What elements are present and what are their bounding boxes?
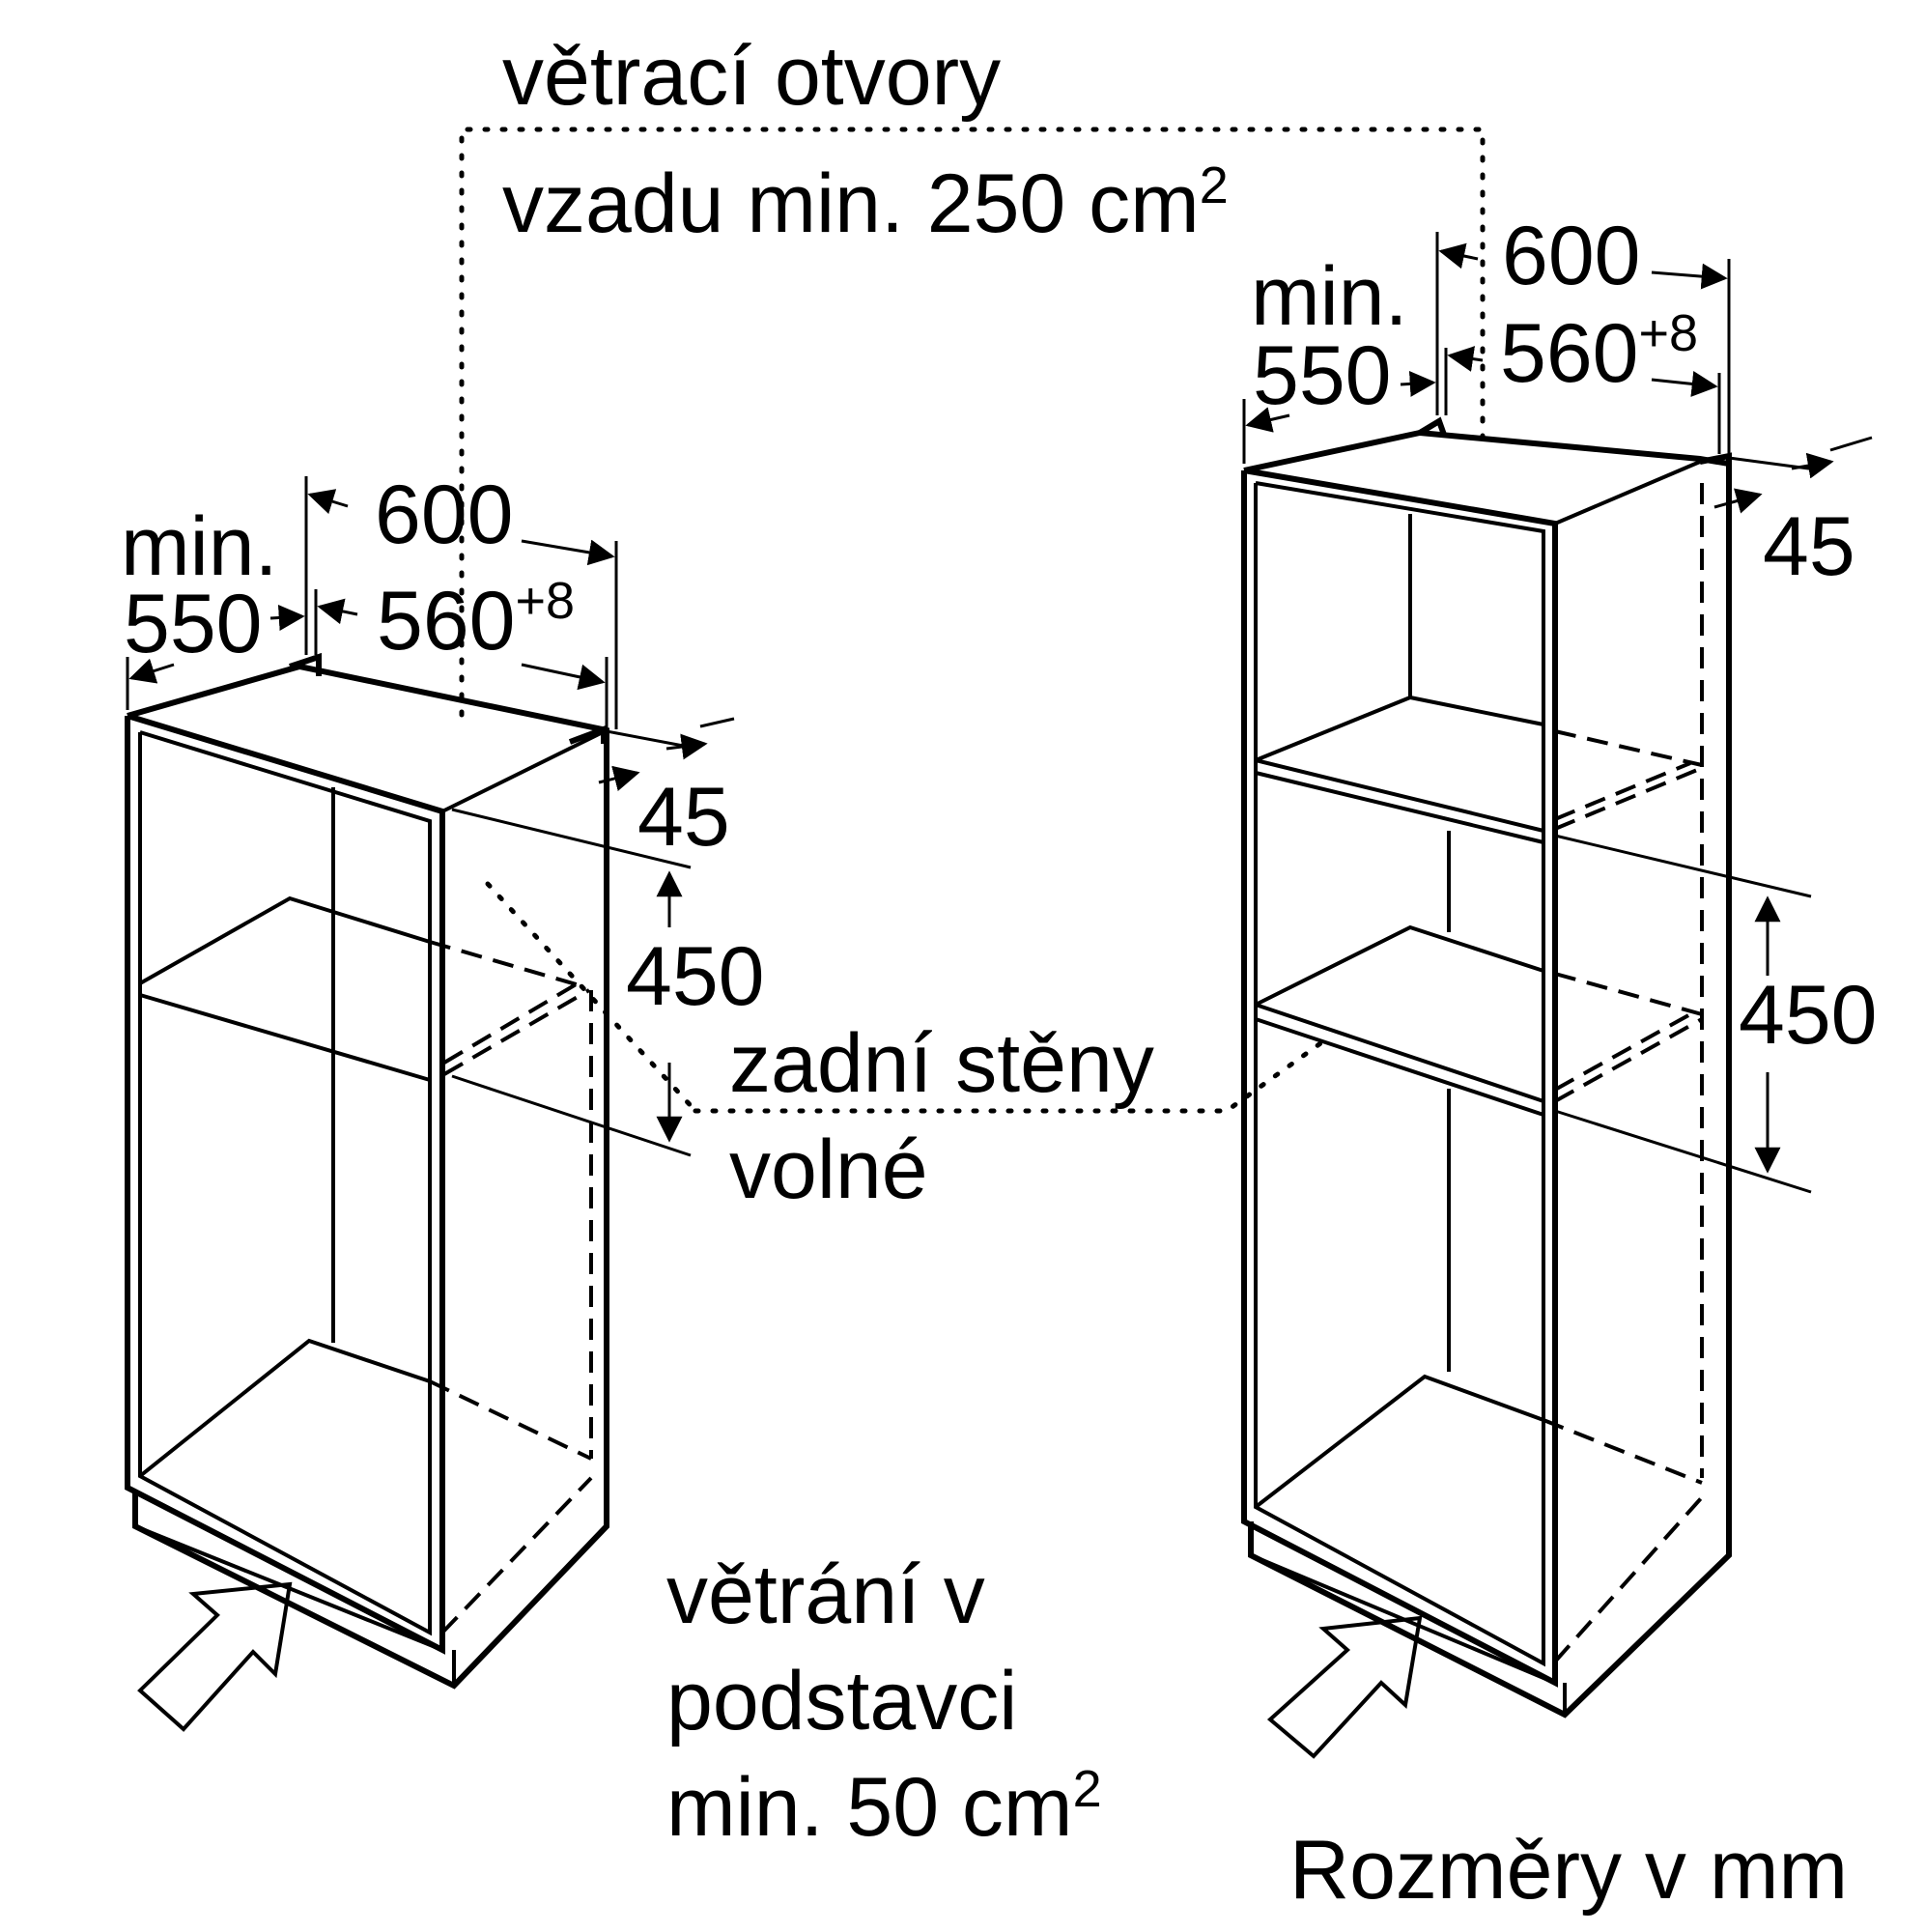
right-niche-height: 450 (1739, 969, 1878, 1062)
right-niche-width: 560+8 (1500, 304, 1698, 400)
left-cabinet (125, 476, 735, 1732)
arrow-hollow-icon (137, 1581, 293, 1732)
left-top-offset: 45 (637, 771, 730, 864)
left-depth-value: 550 (124, 578, 263, 670)
back-walls-label-1: zadní stěny (729, 1017, 1154, 1110)
right-outer-width: 600 (1502, 210, 1641, 302)
left-min-label: min. (121, 500, 277, 593)
base-vent-label-1: větrání v (666, 1548, 985, 1641)
right-min-label: min. (1251, 250, 1407, 343)
base-vent-label-3: min. 50 cm2 (666, 1760, 1102, 1854)
right-cabinet (1241, 232, 1873, 1759)
rear-vents-label-2: vzadu min. 250 cm2 (502, 156, 1229, 250)
left-niche-height: 450 (626, 930, 765, 1023)
rear-vents-label-1: větrací otvory (502, 30, 1001, 123)
back-walls-label-2: volné (729, 1123, 928, 1216)
rear-ventilation-path (459, 127, 1486, 1114)
base-vent-label-2: podstavci (666, 1655, 1017, 1747)
right-top-offset: 45 (1763, 500, 1855, 593)
left-niche-width: 560+8 (377, 572, 575, 668)
arrow-hollow-icon (1266, 1615, 1423, 1759)
left-outer-width: 600 (375, 469, 514, 561)
units-note: Rozměry v mm (1289, 1824, 1848, 1917)
right-depth-value: 550 (1253, 329, 1392, 422)
